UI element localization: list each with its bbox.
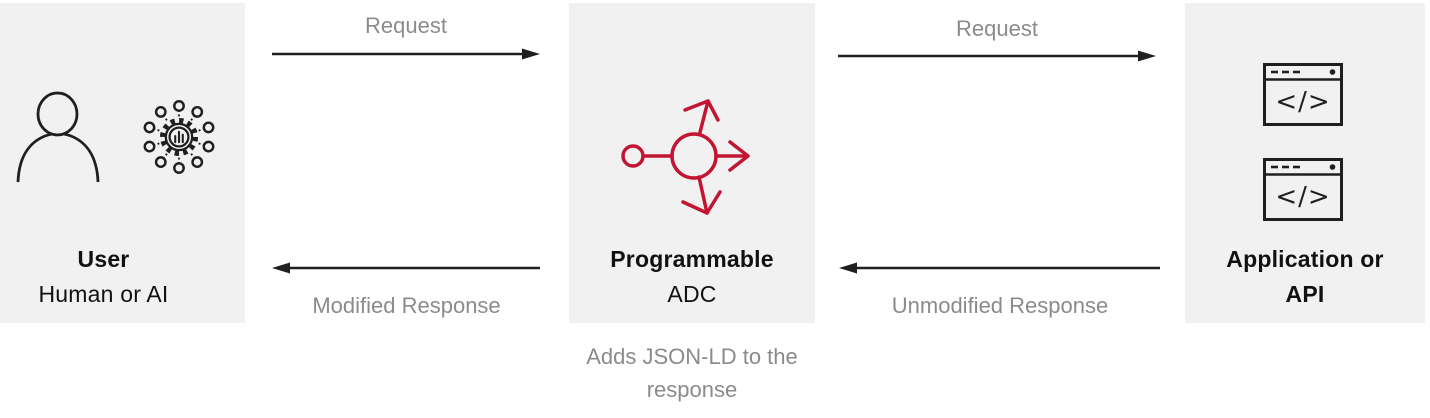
node-app-subtitle: API <box>1285 281 1325 307</box>
request-arrow-left <box>272 48 540 60</box>
load-balancer-icon <box>621 99 750 215</box>
unmodified-response-arrow <box>839 262 1160 274</box>
node-user-subtitle: Human or AI <box>38 281 169 307</box>
request-label-left: Request <box>365 13 447 38</box>
code-glyph: </> <box>1275 182 1330 212</box>
person-icon <box>16 91 100 183</box>
node-adc-subtitle: ADC <box>667 281 717 307</box>
modified-response-arrow <box>272 262 540 274</box>
request-arrow-right <box>838 50 1156 62</box>
adc-caption: Adds JSON-LD to the response <box>586 344 798 402</box>
ai-network-icon <box>143 100 215 174</box>
node-user-title: User <box>77 246 130 272</box>
code-window-icon: </> <box>1263 158 1343 221</box>
node-app-title: Application or <box>1226 246 1384 272</box>
unmodified-response-label: Unmodified Response <box>891 293 1109 318</box>
node-application-api: </> </> Application or API <box>1185 3 1425 323</box>
modified-response-label: Modified Response <box>312 293 501 318</box>
request-label-right: Request <box>956 16 1038 41</box>
code-window-icon: </> <box>1263 63 1343 126</box>
code-glyph: </> <box>1275 87 1330 117</box>
node-programmable-adc: Programmable ADC <box>569 3 815 323</box>
node-user: User Human or AI <box>0 3 245 323</box>
node-adc-title: Programmable <box>610 246 774 272</box>
